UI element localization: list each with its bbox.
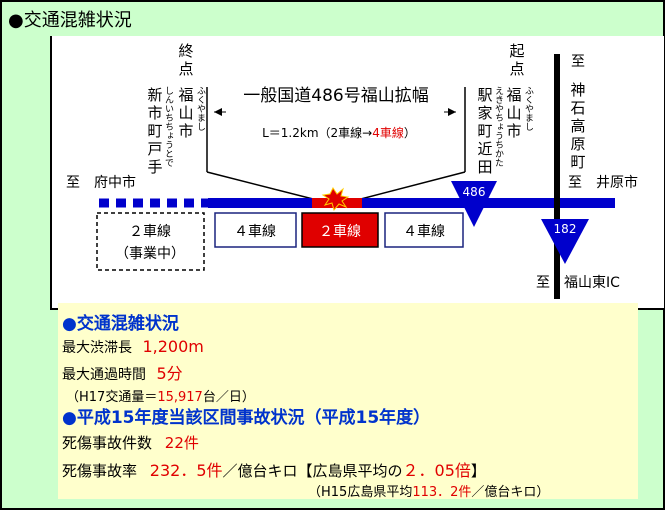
casualty-rate-row: 死傷事故率 232．5件／億台キロ【広島県平均の２．05倍】 [62,457,486,481]
max-queue-value: 1,200m [142,337,204,356]
info-panel: ●交通混雑状況 最大渋滞長 1,200m 最大通過時間 5分 （H17交通量＝1… [58,303,638,500]
traffic-suffix: 台／日） [202,390,255,405]
end-place-char: 山 [178,104,193,122]
end-town-char: 新 [147,86,162,104]
ratio-value: ２．05倍 [402,461,471,480]
north-place-char: 石 [570,99,585,117]
pref-avg-value: 113．2件 [412,485,472,500]
west-direction-label: 至 府中市 [66,174,136,191]
end-point-label: 終 点 [178,42,193,78]
segment-under-construction [96,212,205,271]
north-place-char: 町 [570,153,585,171]
segment-2-label: ２車線 [319,223,361,240]
segment-2-lane [301,212,379,248]
end-point-char: 終 [178,42,193,60]
congestion-heading: ●交通混雑状況 [62,314,179,334]
project-length: L＝1.2km（2車線→4車線） [262,125,416,140]
north-place-vertical: 神 石 高 原 町 [570,81,585,171]
end-town-ruby: しんいちちょうとで [163,86,174,167]
project-title: 一般国道486号福山拡幅 [243,86,428,106]
crossing-road [554,54,560,299]
north-place-char: 原 [570,135,585,153]
traffic-value: 15,917 [157,390,203,405]
segment-1-label: ４車線 [234,223,276,240]
end-point-char: 点 [178,60,193,78]
casualty-rate-unit: ／億台キロ【広島県平均の [222,462,403,480]
north-to-label: 至 [571,54,585,70]
end-place-char: 福 [178,86,193,104]
casualty-count-label: 死傷事故件数 [62,434,153,452]
start-town-char: 家 [477,104,492,122]
segment-4-lane-west [214,212,297,248]
start-town-vertical: 駅 家 町 近 田 [477,86,492,176]
end-town-char: 手 [147,158,162,176]
end-place-char: 市 [178,122,193,140]
start-town-char: 町 [477,122,492,140]
segment-left-line1: ２車線 [129,223,171,240]
ratio-suffix: 】 [470,462,486,480]
end-place-ruby: ふくやまし [195,86,206,131]
route-486-label: 486 [463,185,486,199]
casualty-rate-label: 死傷事故率 [62,462,138,480]
start-place-char: 市 [506,122,521,140]
start-place-char: 山 [506,104,521,122]
max-queue-row: 最大渋滞長 1,200m [62,337,204,357]
length-suffix: ） [404,126,416,140]
traffic-row: （H17交通量＝15,917台／日） [66,386,255,405]
start-place-vertical: 福 山 市 [506,86,521,140]
pref-avg-suffix: ／億台キロ） [471,485,550,500]
bracket-right-diagonal [356,171,466,201]
max-time-label: 最大通過時間 [62,367,146,383]
start-point-char: 点 [509,60,524,78]
length-prefix: L＝1.2km（2車線→ [262,125,372,140]
route-486-shield-icon [451,181,497,227]
route-182-label: 182 [554,222,577,236]
start-point-char: 起 [509,42,524,60]
pref-avg-row: （H15広島県平均113．2件／億台キロ） [308,481,549,500]
north-place-char: 神 [570,81,585,99]
traffic-prefix: （H17交通量＝ [66,390,158,405]
end-place-vertical: 福 山 市 [178,86,193,140]
end-town-char: 戸 [147,140,162,158]
segment-4-lane-east [384,212,464,248]
start-place-char: 福 [506,86,521,104]
max-time-value: 5分 [156,364,183,383]
congestion-burst-icon [321,187,350,212]
east-direction-label: 至 井原市 [568,174,638,191]
start-town-char: 駅 [477,86,492,104]
max-time-row: 最大通過時間 5分 [62,360,183,384]
segment-left-line2: （事業中） [115,246,185,262]
casualty-count-value: 22件 [164,434,199,452]
start-town-char: 田 [477,158,492,176]
end-town-vertical: 新 市 町 戸 手 [147,86,162,176]
pref-avg-prefix: （H15広島県平均 [308,485,413,500]
casualty-count-row: 死傷事故件数 22件 [62,432,199,453]
casualty-rate-value: 232．5件 [149,461,223,480]
route-182-shield-icon [541,219,589,264]
start-point-label: 起 点 [509,42,524,78]
start-town-char: 近 [477,140,492,158]
start-town-ruby: えきやちょうちかた [493,86,504,167]
length-highlight: 4車線 [372,125,404,140]
max-queue-label: 最大渋滞長 [62,340,132,356]
segment-3-label: ４車線 [403,223,445,240]
page-title: ●交通混雑状況 [8,10,132,31]
bracket-left-diagonal [206,171,318,201]
dimension-arrow-left-head [214,108,222,116]
road-main [208,198,615,208]
end-town-char: 町 [147,122,162,140]
start-place-ruby: ふくやまし [523,86,534,131]
dimension-arrow-right-head [448,108,456,116]
accident-heading: ●平成15年度当該区間事故状況（平成15年度） [62,408,431,428]
end-town-char: 市 [147,104,162,122]
north-place-char: 高 [570,117,585,135]
south-direction-label: 至 福山東IC [536,275,620,291]
